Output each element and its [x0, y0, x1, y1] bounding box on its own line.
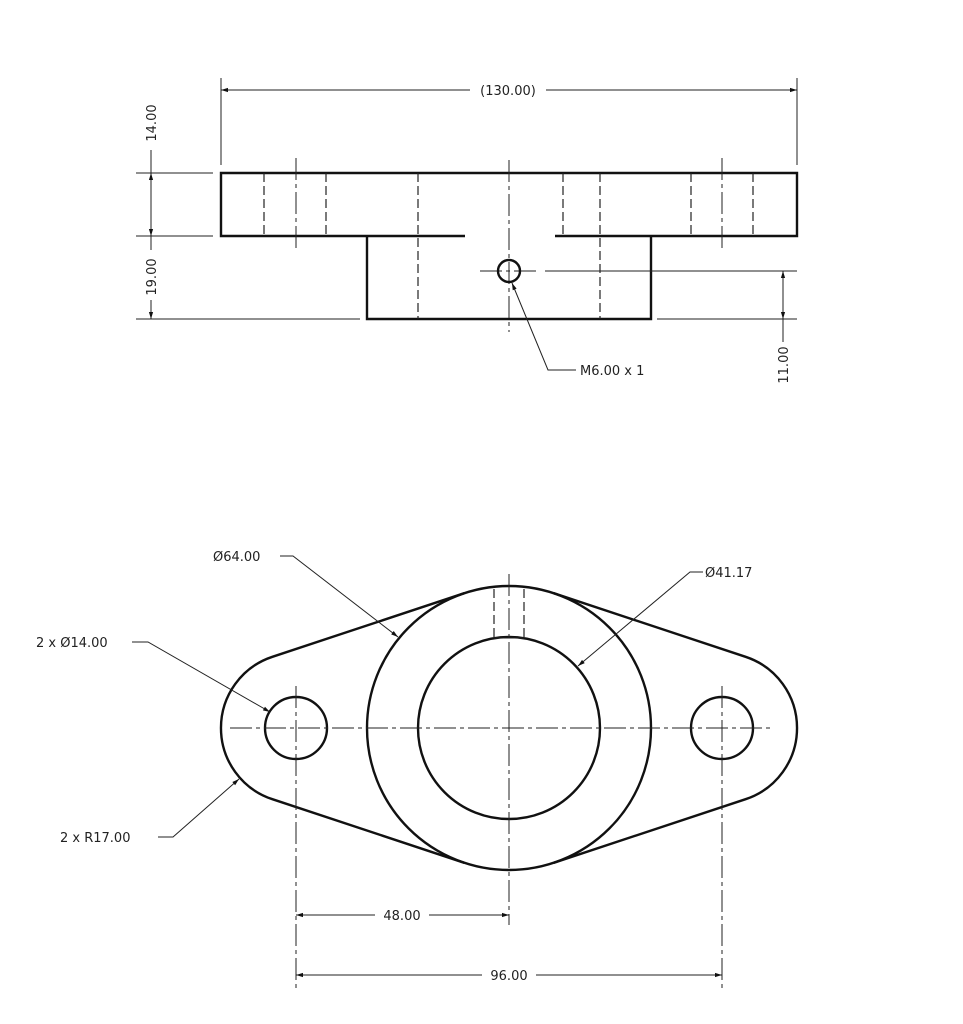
half-spacing-dimension: 48.00	[383, 909, 420, 924]
hole-callout: 2 x Ø14.00	[36, 636, 108, 651]
front-view: (130.00) 14.00 19.00 11.00 M6.00 x 1	[136, 78, 799, 384]
top-view: 48.00 96.00 Ø64.00 Ø41.17 2 x Ø14.00 2 x…	[36, 550, 799, 990]
center-lines	[295, 158, 723, 332]
threaded-hole	[496, 258, 522, 284]
bore-diameter-callout: Ø41.17	[705, 566, 752, 581]
top-center-lines	[230, 574, 772, 990]
hole-spacing-dimension: 96.00	[490, 969, 527, 984]
hidden-lines	[263, 173, 754, 319]
flange-thickness-dimension: 14.00	[145, 104, 160, 141]
outer-diameter-callout: Ø64.00	[213, 550, 260, 565]
overall-width-dimension: (130.00)	[480, 84, 536, 99]
thread-callout: M6.00 x 1	[580, 364, 644, 379]
boss-height-dimension: 19.00	[145, 258, 160, 295]
body-outline	[219, 592, 799, 864]
hole-height-dimension: 11.00	[777, 346, 792, 383]
radius-callout: 2 x R17.00	[60, 831, 130, 846]
boss-outline	[365, 236, 653, 321]
